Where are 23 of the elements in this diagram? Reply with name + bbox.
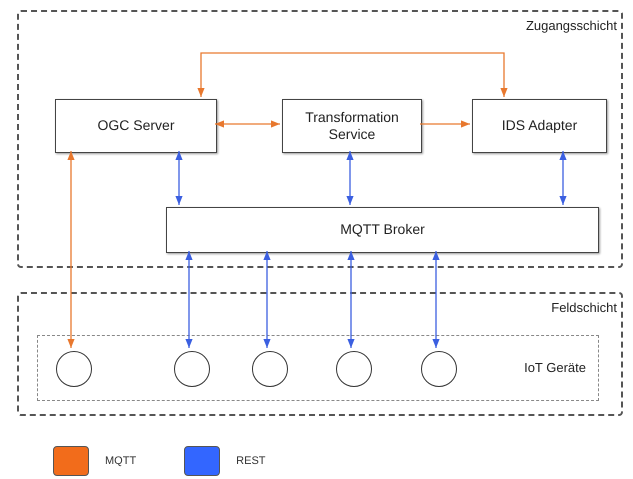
arrow xyxy=(215,120,280,128)
arrow xyxy=(67,151,75,348)
arrow xyxy=(432,251,440,348)
arrow xyxy=(346,151,354,205)
component-box: Transformation Service xyxy=(282,99,422,153)
layer-frame xyxy=(17,292,623,416)
arrow xyxy=(197,52,508,97)
arrow xyxy=(263,251,271,348)
arrow xyxy=(347,251,355,348)
component-box: MQTT Broker xyxy=(166,207,599,253)
component-box: OGC Server xyxy=(55,99,217,153)
arrow xyxy=(559,151,567,205)
component-box: IDS Adapter xyxy=(472,99,607,153)
arrow xyxy=(420,120,470,128)
legend-label: MQTT xyxy=(105,454,136,469)
arrow xyxy=(175,151,183,205)
layer-frame xyxy=(17,10,623,268)
layer-label: Feldschicht xyxy=(551,299,617,317)
arrow xyxy=(185,251,193,348)
layer-label: Zugangsschicht xyxy=(526,17,617,35)
group-label: IoT Geräte xyxy=(524,359,586,377)
group-frame xyxy=(37,335,599,401)
legend-label: REST xyxy=(236,454,266,469)
